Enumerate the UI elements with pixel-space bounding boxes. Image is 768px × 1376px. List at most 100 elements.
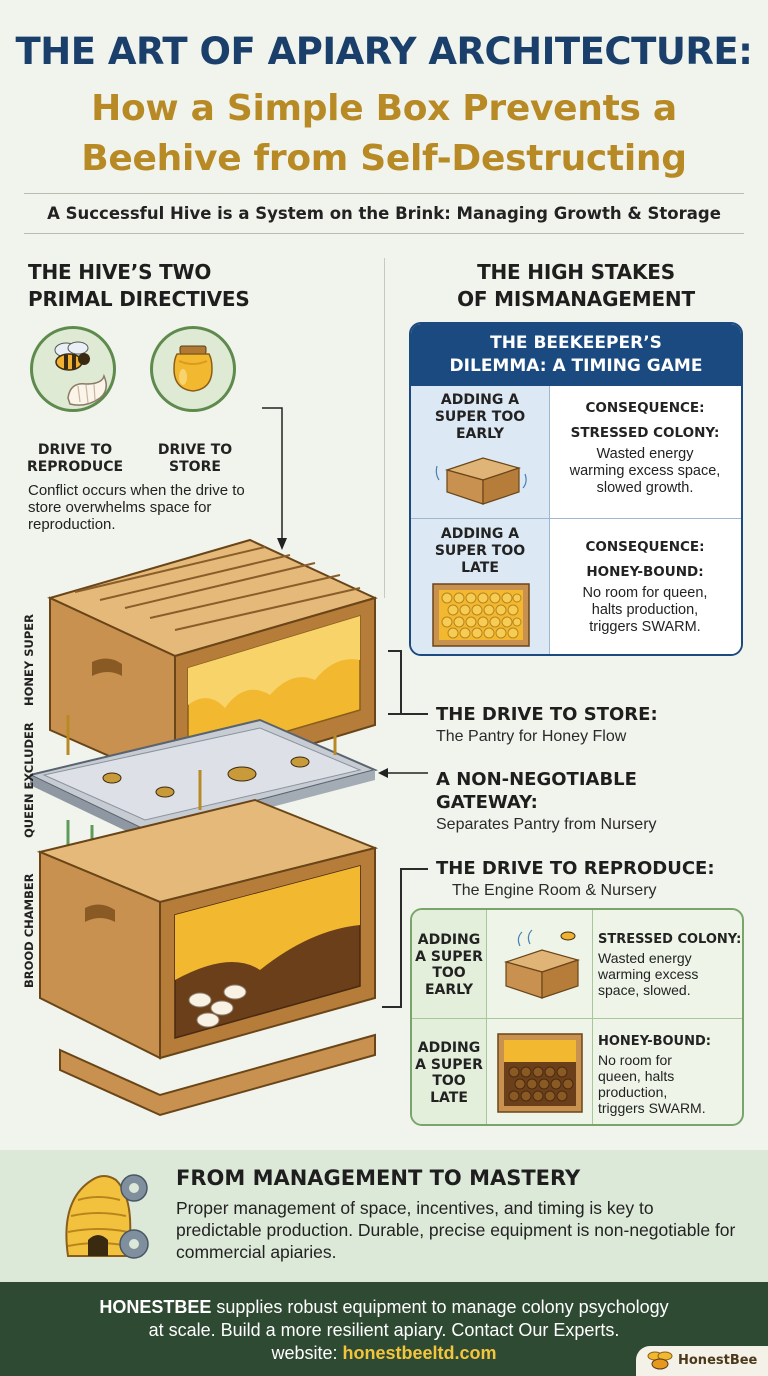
conflict-arrow bbox=[262, 407, 287, 550]
honeycomb-frame-icon bbox=[432, 583, 530, 647]
summary-row2-case-line1: ADDING bbox=[417, 1040, 481, 1056]
reproduce-callout-title: THE DRIVE TO REPRODUCE: bbox=[436, 858, 715, 879]
dilemma-row-divider bbox=[411, 518, 741, 519]
footer-line2: at scale. Build a more resilient apiary.… bbox=[148, 1320, 620, 1340]
store-callout-title: THE DRIVE TO STORE: bbox=[436, 704, 658, 725]
honey-super-label: HONEY SUPER bbox=[22, 614, 36, 706]
gateway-callout-title: A NON-NEGOTIABLE GATEWAY: bbox=[436, 768, 637, 814]
dilemma-row1-consequence-label: CONSEQUENCE: bbox=[585, 400, 705, 416]
summary-row2-case: ADDING A SUPER TOO LATE bbox=[412, 1040, 486, 1106]
reproduce-callout-sub: The Engine Room & Nursery bbox=[452, 882, 657, 899]
directives-heading: THE HIVE’S TWO PRIMAL DIRECTIVES bbox=[28, 259, 250, 313]
page-subtitle-line1: How a Simple Box Prevents a bbox=[91, 88, 677, 129]
dilemma-row1-case-line3: EARLY bbox=[455, 426, 505, 442]
queen-excluder-label: QUEEN EXCLUDER bbox=[22, 722, 36, 838]
dilemma-row2-detail-line3: triggers SWARM. bbox=[589, 619, 701, 635]
footer-brand: HONESTBEE bbox=[99, 1297, 212, 1317]
dilemma-row2-detail-line1: No room for queen, bbox=[582, 585, 708, 601]
summary-row2-detail-line2: queen, halts bbox=[598, 1068, 675, 1084]
store-bracket bbox=[388, 650, 402, 715]
website-link[interactable]: honestbeeltd.com bbox=[342, 1343, 497, 1363]
page-title: THE ART OF APIARY ARCHITECTURE: bbox=[15, 30, 753, 73]
website-label: website: bbox=[271, 1343, 343, 1363]
dilemma-row1-case-line1: ADDING A bbox=[440, 392, 520, 408]
dilemma-row2-case-line2: SUPER TOO bbox=[434, 543, 526, 559]
store-callout-sub: The Pantry for Honey Flow bbox=[436, 728, 627, 745]
honey-jar-icon bbox=[173, 345, 213, 392]
summary-row1-case-line4: EARLY bbox=[424, 981, 474, 998]
dilemma-row2-outcome: HONEY-BOUND: bbox=[586, 564, 704, 580]
summary-col-divider-1 bbox=[486, 910, 487, 1124]
reproduce-bracket-line bbox=[400, 868, 402, 1008]
dilemma-row1-case: ADDING A SUPER TOO EARLY bbox=[411, 392, 549, 443]
section-divider bbox=[384, 258, 385, 598]
skep-hive-icon bbox=[65, 1174, 149, 1259]
dilemma-title-line2: DILEMMA: A TIMING GAME bbox=[449, 356, 703, 376]
store-icon-circle bbox=[150, 326, 236, 412]
reproduce-bracket-bottom bbox=[382, 1006, 402, 1008]
dilemma-row1-detail-line1: Wasted energy bbox=[596, 446, 694, 462]
honestbee-logo-icon bbox=[647, 1351, 673, 1370]
empty-super-icon bbox=[435, 457, 527, 505]
header-divider-bottom bbox=[24, 233, 744, 234]
summary-row2-detail-line4: triggers SWARM. bbox=[598, 1100, 706, 1116]
dilemma-row2-consequence-label: CONSEQUENCE: bbox=[585, 539, 705, 555]
dilemma-table: THE BEEKEEPER’S DILEMMA: A TIMING GAME A… bbox=[409, 322, 743, 656]
honey-bound-frame-icon bbox=[497, 1033, 583, 1113]
dilemma-row2-consequence-cell bbox=[549, 519, 741, 654]
summary-row1-detail: Wasted energy warming excess space, slow… bbox=[598, 950, 740, 998]
stakes-heading: THE HIGH STAKES OF MISMANAGEMENT bbox=[409, 259, 743, 313]
page-subtitle-line2: Beehive from Self-Destructing bbox=[81, 138, 687, 179]
bee-icon bbox=[54, 341, 90, 371]
hive-illustration bbox=[30, 538, 379, 1117]
dilemma-row2-case-line1: ADDING A bbox=[440, 526, 520, 542]
summary-row2-case-line3: TOO bbox=[432, 1073, 466, 1089]
summary-row-divider bbox=[412, 1018, 742, 1019]
footer-line1-rest: supplies robust equipment to manage colo… bbox=[211, 1297, 669, 1317]
summary-row2-detail: No room for queen, halts production, tri… bbox=[598, 1052, 740, 1116]
footer-line1: HONESTBEE supplies robust equipment to m… bbox=[0, 1296, 768, 1319]
store-bracket-tick bbox=[402, 713, 428, 715]
drive-store-label: DRIVE TO STORE bbox=[140, 442, 250, 476]
dilemma-row2-detail: No room for queen, halts production, tri… bbox=[549, 585, 741, 636]
drive-reproduce-line1: DRIVE TO bbox=[37, 442, 113, 458]
gateway-callout-sub: Separates Pantry from Nursery bbox=[436, 816, 657, 833]
dilemma-row2-detail-line2: halts production, bbox=[591, 602, 699, 618]
summary-case-column bbox=[412, 910, 486, 1124]
summary-row1-case-line1: ADDING bbox=[417, 932, 481, 948]
summary-row1-case: ADDING A SUPER TOO EARLY bbox=[412, 932, 486, 998]
summary-row2-outcome: HONEY-BOUND: bbox=[598, 1034, 711, 1049]
dilemma-row1-consequence-cell bbox=[549, 386, 741, 518]
footer-website: website: honestbeeltd.com bbox=[0, 1342, 768, 1365]
dilemma-row1-detail-line3: slowed growth. bbox=[596, 480, 694, 496]
tagline: A Successful Hive is a System on the Bri… bbox=[47, 204, 721, 223]
summary-row2-detail-line3: production, bbox=[598, 1084, 668, 1100]
summary-row1-detail-line3: space, slowed. bbox=[598, 982, 691, 998]
gateway-arrow bbox=[378, 768, 428, 778]
summary-col-divider-2 bbox=[592, 910, 593, 1124]
dilemma-row2-case: ADDING A SUPER TOO LATE bbox=[411, 526, 549, 577]
dilemma-row2-case-line3: LATE bbox=[461, 560, 499, 576]
timing-summary-table: ADDING A SUPER TOO EARLY STRESSED COLONY… bbox=[410, 908, 744, 1126]
brood-chamber-box bbox=[36, 798, 379, 1117]
drive-store-line2: STORE bbox=[169, 459, 221, 475]
dilemma-row1-case-line2: SUPER TOO bbox=[434, 409, 526, 425]
gateway-title-line1: A NON-NEGOTIABLE bbox=[436, 769, 637, 790]
dilemma-header: THE BEEKEEPER’S DILEMMA: A TIMING GAME bbox=[411, 324, 741, 386]
dilemma-row1-detail-line2: warming excess space, bbox=[569, 463, 721, 479]
drive-reproduce-label: DRIVE TO REPRODUCE bbox=[20, 442, 130, 476]
dilemma-col-divider bbox=[549, 386, 550, 654]
stressed-super-icon bbox=[503, 929, 581, 999]
directives-heading-line2: PRIMAL DIRECTIVES bbox=[28, 287, 250, 311]
mastery-title: FROM MANAGEMENT TO MASTERY bbox=[176, 1166, 581, 1190]
conflict-text: Conflict occurs when the drive to store … bbox=[28, 482, 245, 533]
drive-store-line1: DRIVE TO bbox=[157, 442, 233, 458]
footer-text: HONESTBEE supplies robust equipment to m… bbox=[0, 1296, 768, 1365]
summary-row1-detail-line2: warming excess bbox=[598, 966, 699, 982]
stakes-heading-line2: OF MISMANAGEMENT bbox=[457, 287, 695, 311]
dilemma-title-line1: THE BEEKEEPER’S bbox=[490, 333, 662, 353]
stakes-heading-line1: THE HIGH STAKES bbox=[477, 260, 675, 284]
larva-icon bbox=[60, 368, 112, 417]
summary-row1-case-line3: TOO bbox=[432, 965, 466, 981]
summary-row1-detail-line1: Wasted energy bbox=[598, 950, 692, 966]
